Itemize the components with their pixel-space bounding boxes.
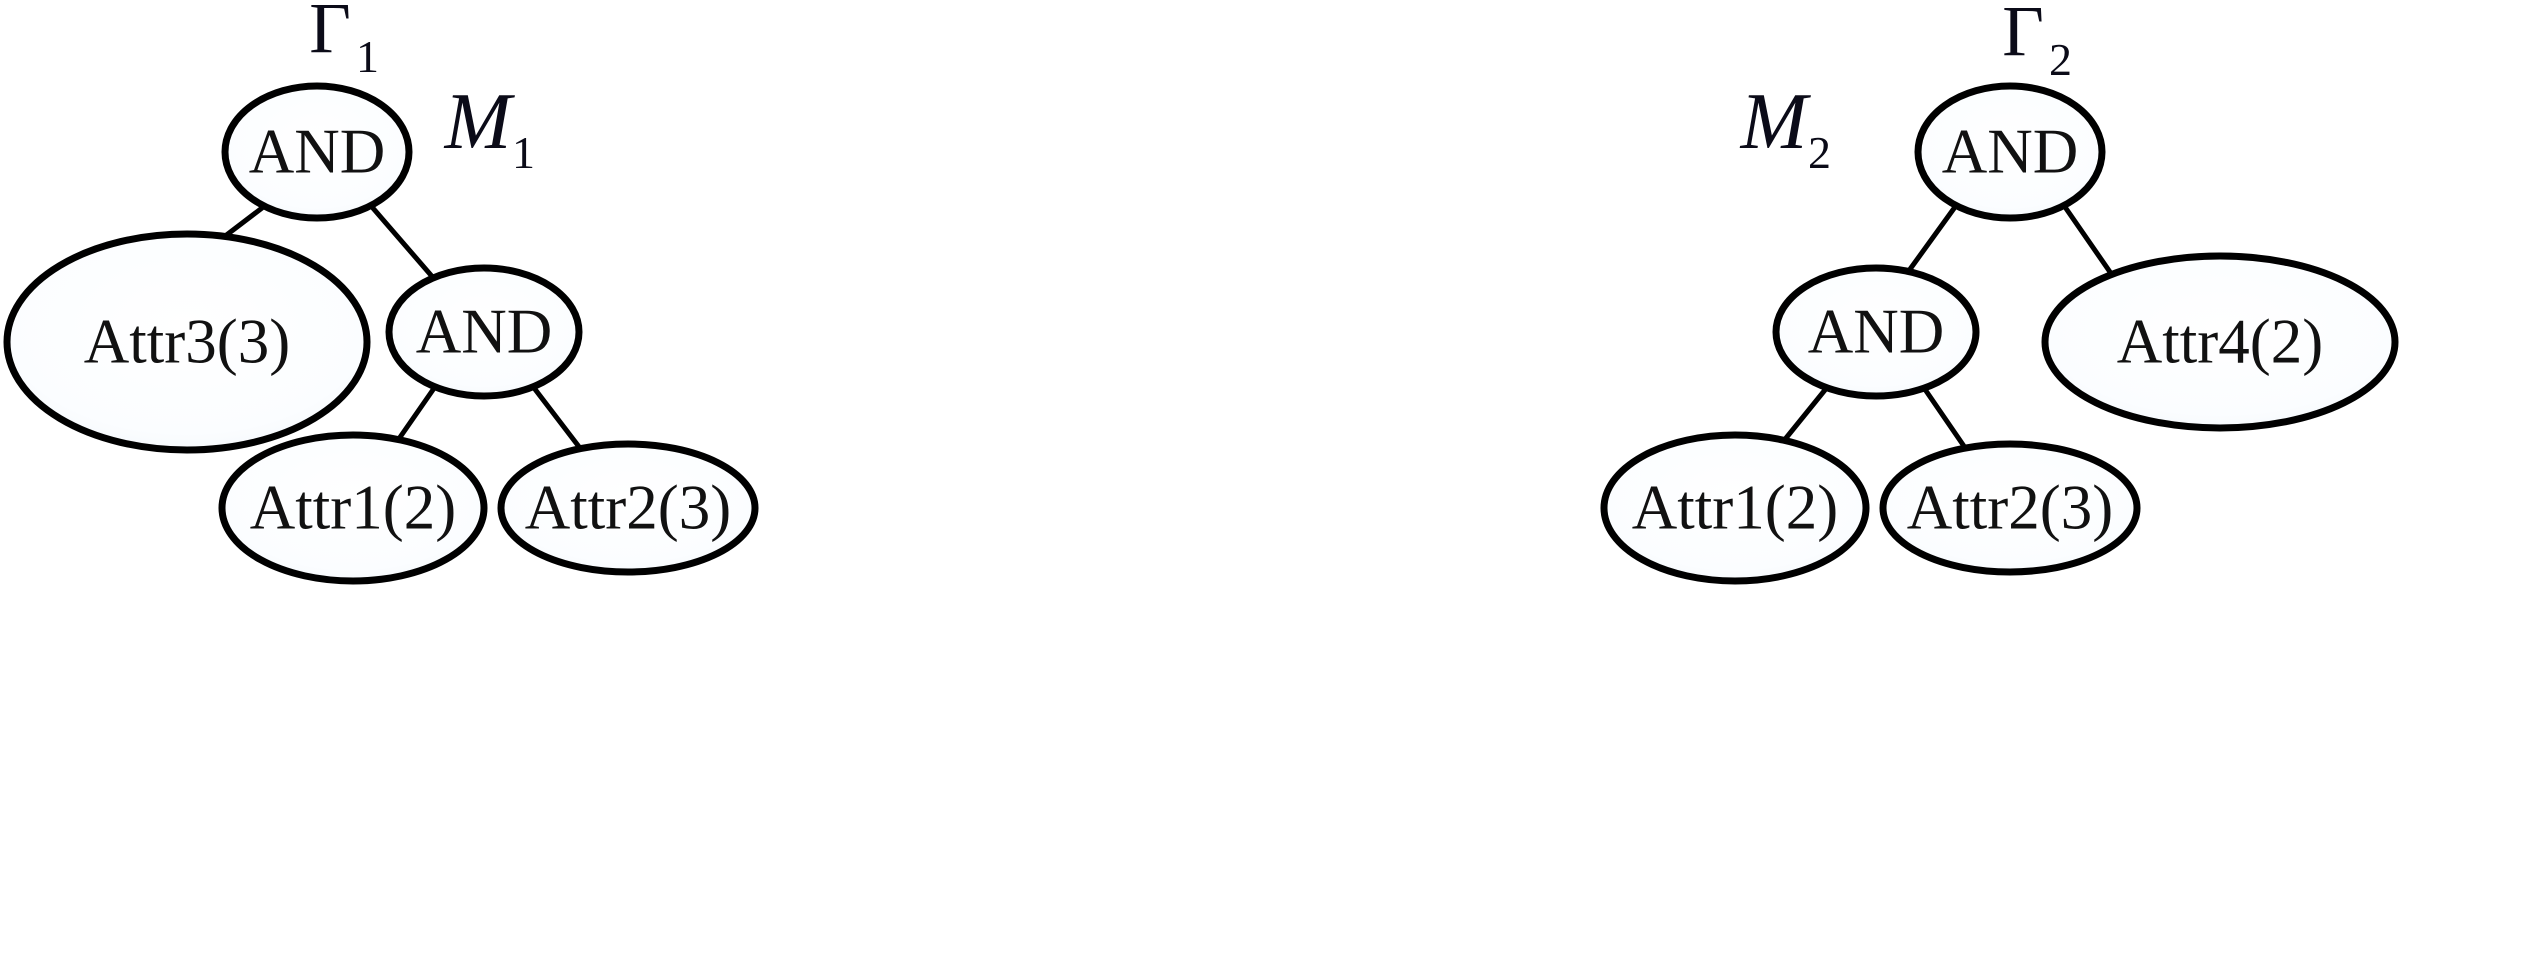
tree-1-gamma-subscript: 1 [356, 31, 379, 82]
node-t1-attr2-label: Attr2(3) [525, 472, 731, 542]
tree-1-gamma-label: Γ 1 [309, 0, 379, 82]
edge-t2-and2-to-attr2 [1919, 382, 1971, 455]
node-t1-attr2[interactable]: Attr2(3) [497, 440, 759, 576]
node-t2-attr1-label: Attr1(2) [1632, 472, 1838, 542]
tree-1-model-subscript: 1 [512, 127, 535, 178]
tree-2-model-label: M 2 [1740, 78, 1831, 178]
node-t1-and2[interactable]: AND [385, 264, 583, 400]
node-t2-and2-label: AND [1808, 296, 1945, 366]
node-attr3-label: Attr3(3) [84, 306, 290, 376]
node-t2-attr1-shape[interactable] [1600, 431, 1870, 585]
node-t2-and2-shape[interactable] [1772, 264, 1980, 400]
edge-root-to-and2 [369, 204, 439, 284]
node-t2-root-label: AND [1942, 116, 2079, 186]
node-t1-root-shape[interactable] [221, 82, 413, 222]
node-t1-root-label: AND [249, 116, 386, 186]
edge-t2-and2-to-attr1 [1779, 382, 1832, 446]
edge-t2-root-to-and2 [1905, 204, 1958, 275]
tree-1-model-base: M [444, 78, 516, 166]
tree-2-model-base: M [1740, 78, 1812, 166]
node-attr3[interactable]: Attr3(3) [3, 230, 371, 454]
node-t2-and2[interactable]: AND [1772, 264, 1980, 400]
node-t2-attr2-label: Attr2(3) [1907, 472, 2113, 542]
node-t2-attr4[interactable]: Attr4(2) [2041, 252, 2399, 432]
node-t1-attr2-shape[interactable] [497, 440, 759, 576]
tree-2-edges [1779, 204, 2113, 455]
node-t1-and2-shape[interactable] [385, 264, 583, 400]
edge-and2-to-attr1 [393, 381, 440, 446]
node-t1-and2-label: AND [416, 296, 553, 366]
edge-t2-root-to-attr4 [2062, 204, 2113, 275]
tree-2-gamma-label: Γ 2 [2002, 0, 2072, 85]
node-t1-attr1[interactable]: Attr1(2) [218, 431, 488, 585]
node-t2-attr1[interactable]: Attr1(2) [1600, 431, 1870, 585]
node-t2-attr2[interactable]: Attr2(3) [1879, 440, 2141, 576]
node-t2-root-shape[interactable] [1914, 82, 2106, 222]
node-t2-attr4-shape[interactable] [2041, 252, 2399, 432]
tree-2-gamma-subscript: 2 [2049, 34, 2072, 85]
node-t1-attr1-label: Attr1(2) [250, 472, 456, 542]
tree-2-model-subscript: 2 [1808, 127, 1831, 178]
node-t2-attr2-shape[interactable] [1879, 440, 2141, 576]
node-t2-root[interactable]: AND [1914, 82, 2106, 222]
node-t1-root[interactable]: AND [221, 82, 413, 222]
tree-1-group: Attr3(3) AND AND Attr1(2) Attr2(3) [3, 0, 759, 585]
tree-2-gamma-base: Γ [2002, 0, 2044, 71]
tree-2-group: Attr4(2) AND AND Attr1(2) Attr2(3) [1600, 0, 2399, 585]
tree-1-gamma-base: Γ [309, 0, 351, 68]
node-attr3-shape[interactable] [3, 230, 371, 454]
tree-1-model-label: M 1 [444, 78, 535, 178]
node-t2-attr4-label: Attr4(2) [2117, 306, 2323, 376]
edge-and2-to-attr2 [528, 381, 586, 455]
node-t1-attr1-shape[interactable] [218, 431, 488, 585]
